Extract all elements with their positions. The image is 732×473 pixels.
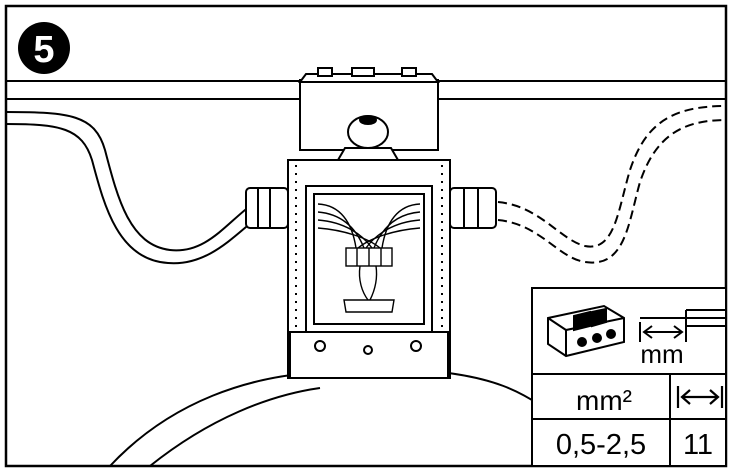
cable-gland-right [449, 187, 497, 229]
outer-frame [4, 4, 728, 468]
spec-table: mm mm² 0,5-2,5 11 [531, 287, 727, 467]
lamp-globe [109, 371, 541, 467]
internal-wires [317, 203, 421, 313]
cable-gland-left [245, 187, 289, 229]
cross-section-value: 0,5-2,5 [556, 429, 646, 461]
strip-unit-label: mm [640, 339, 683, 369]
wago-connector-icon [547, 304, 625, 358]
strip-length-arrow-icon [639, 322, 687, 342]
cross-section-header: mm² [576, 385, 632, 416]
step-number: 5 [33, 29, 54, 71]
step-badge: 5 [18, 22, 70, 74]
right-cable [497, 105, 727, 264]
left-cable [5, 111, 253, 265]
stripped-wire-icon [640, 309, 726, 327]
lamp-holder [287, 67, 451, 379]
double-arrow-icon [676, 386, 724, 408]
strip-length-value: 11 [683, 429, 713, 461]
